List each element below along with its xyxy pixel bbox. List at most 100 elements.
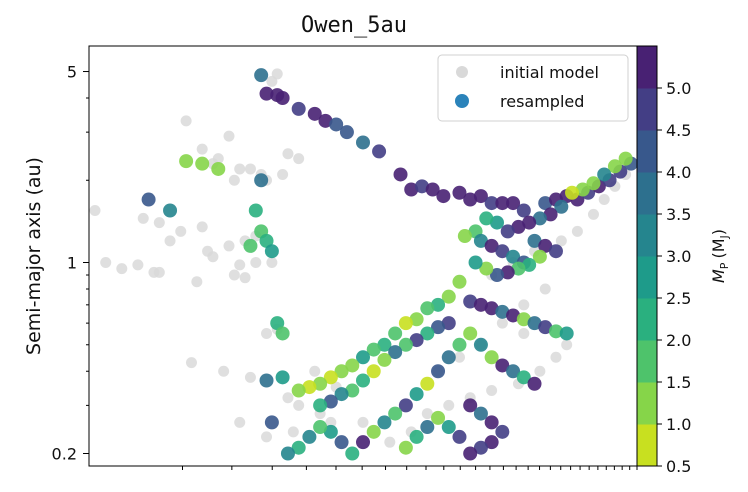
- initial-model-point: [282, 392, 294, 404]
- resampled-point: [409, 312, 424, 327]
- resampled-point: [414, 179, 429, 194]
- colorbar-segment: [637, 340, 657, 383]
- initial-model-point: [496, 317, 508, 329]
- initial-model-point: [191, 276, 203, 288]
- y-axis-label: Semi-major axis (au): [23, 157, 45, 355]
- resampled-point: [334, 364, 349, 379]
- resampled-point: [372, 144, 387, 159]
- initial-model-point: [539, 283, 551, 295]
- resampled-point: [522, 257, 537, 272]
- colorbar-tick-label: 4.0: [666, 163, 691, 182]
- resampled-point: [388, 406, 403, 421]
- initial-model-point: [266, 257, 278, 269]
- resampled-point: [409, 429, 424, 444]
- resampled-point: [495, 244, 510, 259]
- resampled-point: [323, 424, 338, 439]
- initial-model-point: [486, 385, 498, 397]
- colorbar-segment: [637, 46, 657, 89]
- resampled-point: [452, 185, 467, 200]
- resampled-point: [463, 398, 478, 413]
- resampled-point: [473, 337, 488, 352]
- resampled-point: [270, 316, 285, 331]
- resampled-point: [463, 326, 478, 341]
- resampled-point: [243, 238, 258, 253]
- initial-model-points: [89, 68, 632, 448]
- resampled-point: [254, 173, 269, 188]
- resampled-point: [452, 337, 467, 352]
- initial-model-point: [234, 416, 246, 428]
- resampled-point: [398, 337, 413, 352]
- resampled-point: [506, 196, 521, 211]
- x-axis-minor-ticks: [182, 466, 638, 470]
- resampled-point: [473, 297, 488, 312]
- resampled-point: [345, 383, 360, 398]
- resampled-point: [607, 159, 622, 174]
- resampled-point: [468, 255, 483, 270]
- resampled-point: [431, 364, 446, 379]
- resampled-point: [473, 189, 488, 204]
- colorbar-tick-label: 1.5: [666, 373, 691, 392]
- resampled-point: [291, 383, 306, 398]
- resampled-point: [538, 320, 553, 335]
- initial-model-point: [518, 299, 530, 311]
- initial-model-point: [196, 221, 208, 233]
- legend-box: [437, 54, 629, 122]
- resampled-point: [377, 352, 392, 367]
- resampled-point: [313, 398, 328, 413]
- legend-marker-resampled: [455, 94, 469, 108]
- resampled-point: [259, 373, 274, 388]
- legend-label-initial-model: initial model: [500, 63, 599, 82]
- colorbar-segment: [637, 298, 657, 341]
- initial-model-point: [555, 235, 567, 247]
- initial-model-point: [244, 371, 256, 383]
- resampled-point: [275, 91, 290, 106]
- resampled-point: [473, 233, 488, 248]
- resampled-point: [334, 435, 349, 450]
- initial-model-point: [309, 365, 321, 377]
- resampled-point: [259, 86, 274, 101]
- initial-model-point: [384, 436, 396, 448]
- initial-model-point: [518, 327, 530, 339]
- resampled-point: [495, 196, 510, 211]
- resampled-point: [302, 429, 317, 444]
- resampled-point: [345, 446, 360, 461]
- resampled-point: [559, 326, 574, 341]
- resampled-point: [195, 156, 210, 171]
- resampled-point: [248, 203, 263, 218]
- resampled-point: [452, 429, 467, 444]
- resampled-point: [479, 261, 494, 276]
- initial-model-point: [218, 365, 230, 377]
- resampled-point: [398, 316, 413, 331]
- initial-model-point: [116, 263, 128, 275]
- initial-model-point: [277, 168, 289, 180]
- resampled-point: [484, 415, 499, 430]
- resampled-point: [307, 106, 322, 121]
- colorbar-label: MP(MJ): [709, 229, 731, 283]
- initial-model-point: [261, 431, 273, 443]
- resampled-point: [302, 380, 317, 395]
- resampled-point: [356, 135, 370, 150]
- resampled-point: [538, 196, 553, 211]
- colorbar-tick-label: 1.0: [666, 415, 691, 434]
- resampled-point: [398, 398, 413, 413]
- resampled-point: [565, 185, 580, 200]
- resampled-point: [479, 211, 494, 226]
- initial-model-point: [153, 217, 165, 229]
- colorbar-ticks: 0.51.01.52.02.53.03.54.04.55.0: [657, 79, 691, 476]
- initial-model-point: [325, 416, 337, 428]
- resampled-point: [141, 192, 156, 207]
- resampled-point: [495, 358, 510, 373]
- resampled-point: [527, 376, 542, 391]
- resampled-point: [506, 308, 521, 323]
- resampled-point: [532, 249, 547, 264]
- resampled-point: [163, 203, 178, 218]
- resampled-point: [334, 387, 349, 402]
- resampled-point: [264, 244, 279, 259]
- resampled-point: [436, 189, 451, 204]
- resampled-point: [275, 370, 290, 385]
- resampled-point: [420, 326, 435, 341]
- resampled-point: [431, 410, 446, 425]
- legend-marker-initial-model: [456, 66, 468, 78]
- initial-model-point: [534, 365, 546, 377]
- resampled-point: [548, 244, 563, 259]
